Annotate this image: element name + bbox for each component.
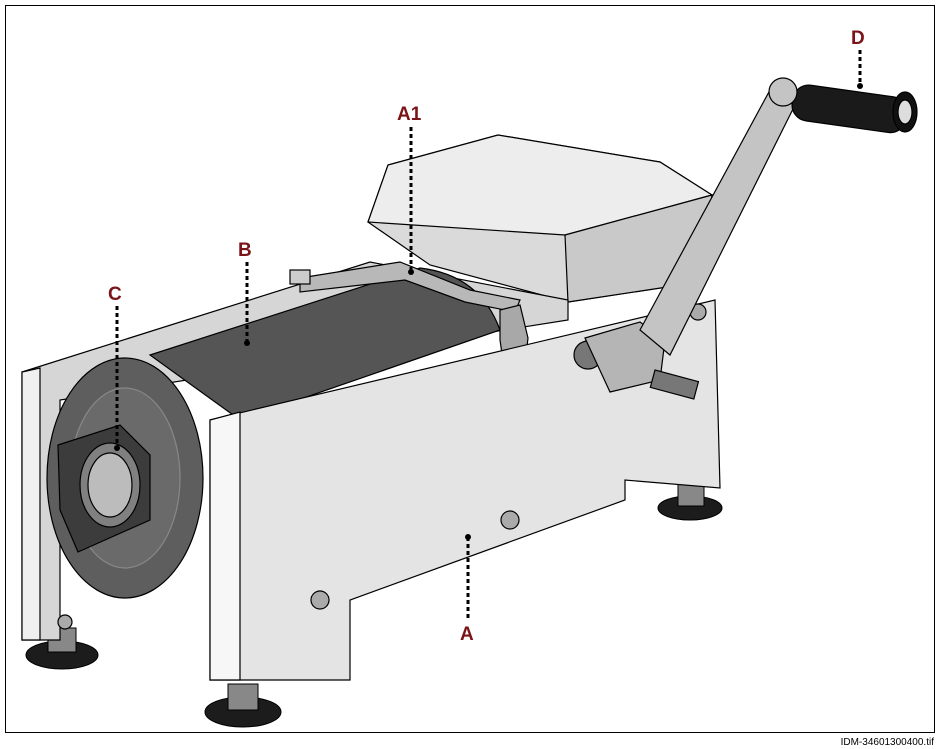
leader-lines [115, 50, 862, 620]
crank [573, 77, 918, 400]
figure-id: IDM-34601300400.tif [840, 737, 934, 748]
front-frame [57, 299, 721, 681]
cylinder [46, 267, 501, 599]
label-a1: A1 [397, 104, 422, 125]
leader-endpoints [114, 83, 863, 540]
label-c: C [108, 284, 122, 305]
label-a: A [460, 624, 474, 645]
label-b: B [238, 240, 252, 261]
gear-housing [367, 134, 714, 303]
label-d: D [851, 28, 865, 49]
